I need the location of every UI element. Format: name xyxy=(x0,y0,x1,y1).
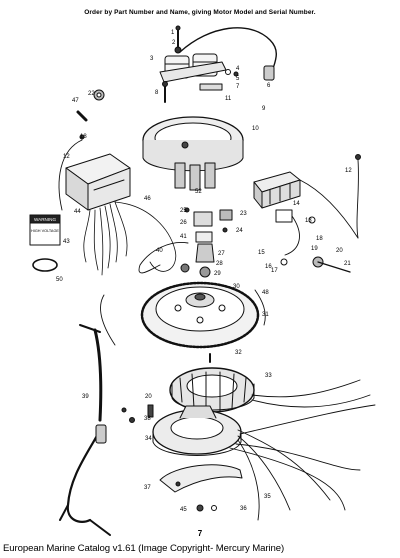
callout-52: 52 xyxy=(195,189,202,195)
callout-34: 34 xyxy=(145,436,152,442)
catalog-caption: European Marine Catalog v1.61 (Image Cop… xyxy=(3,543,285,554)
callout-10: 10 xyxy=(252,126,259,132)
terminal-stack xyxy=(138,207,233,278)
callout-3: 3 xyxy=(150,56,154,62)
page-number: 7 xyxy=(197,529,203,538)
callout-20: 20 xyxy=(336,248,343,254)
trigger-base xyxy=(152,404,376,521)
trigger-housing xyxy=(142,116,244,191)
callout-29: 29 xyxy=(214,271,221,277)
callout-4: 4 xyxy=(236,66,240,72)
callout-23: 23 xyxy=(240,211,247,217)
callout-12: 12 xyxy=(63,154,70,160)
callout-17: 17 xyxy=(271,268,278,274)
callout-41: 41 xyxy=(180,234,187,240)
callout-50: 50 xyxy=(56,277,63,283)
decal-warning-text: WARNING xyxy=(34,217,56,222)
ignition-coils xyxy=(159,25,277,91)
callout-30: 30 xyxy=(233,284,240,290)
callout-15: 15 xyxy=(258,250,265,256)
callout-31: 31 xyxy=(262,312,269,318)
callout-18: 18 xyxy=(80,134,87,140)
decal-voltage-text: HIGH VOLTAGE xyxy=(31,229,59,233)
hardware-top xyxy=(76,69,239,140)
callout-13: 13 xyxy=(305,218,312,224)
warning-decal xyxy=(29,214,61,246)
callout-21: 21 xyxy=(344,261,351,267)
callout-48: 48 xyxy=(262,290,269,296)
callout-8: 8 xyxy=(155,90,159,96)
callout-9: 9 xyxy=(262,106,266,112)
battery-cable xyxy=(59,324,111,536)
rectifier xyxy=(253,154,361,256)
callout-37: 37 xyxy=(144,485,151,491)
callout-2: 2 xyxy=(172,40,176,46)
callout-22: 22 xyxy=(88,91,95,97)
callout-35: 35 xyxy=(264,494,271,500)
callout-19: 19 xyxy=(311,246,318,252)
callout-11: 11 xyxy=(225,96,232,102)
callout-28: 28 xyxy=(216,261,223,267)
callout-46: 46 xyxy=(144,196,151,202)
callout-38: 38 xyxy=(144,416,151,422)
callout-6: 6 xyxy=(267,83,271,89)
callout-39: 39 xyxy=(82,394,89,400)
callout-36: 36 xyxy=(240,506,247,512)
callout-33: 33 xyxy=(265,373,272,379)
callout-43: 43 xyxy=(63,239,70,245)
order-instructions: Order by Part Number and Name, giving Mo… xyxy=(84,9,316,16)
callout-18: 18 xyxy=(316,236,323,242)
bracket xyxy=(159,464,243,493)
callout-25: 25 xyxy=(180,208,187,214)
callout-1: 1 xyxy=(171,30,175,36)
callout-12: 12 xyxy=(345,168,352,174)
callout-7: 7 xyxy=(236,84,240,90)
callout-27: 27 xyxy=(218,251,225,257)
callout-32: 32 xyxy=(235,350,242,356)
callout-47: 47 xyxy=(72,98,79,104)
callout-20: 20 xyxy=(145,394,152,400)
callout-24: 24 xyxy=(236,228,243,234)
wires-left xyxy=(32,139,351,512)
callout-14: 14 xyxy=(293,201,300,207)
callout-16: 16 xyxy=(265,264,272,270)
callout-44: 44 xyxy=(74,209,81,215)
flywheel xyxy=(140,281,260,349)
stator xyxy=(169,367,371,413)
callout-5: 5 xyxy=(236,76,240,82)
callout-26: 26 xyxy=(180,220,187,226)
switch-box xyxy=(65,153,177,276)
callout-40: 40 xyxy=(156,248,163,254)
callout-45: 45 xyxy=(180,507,187,513)
